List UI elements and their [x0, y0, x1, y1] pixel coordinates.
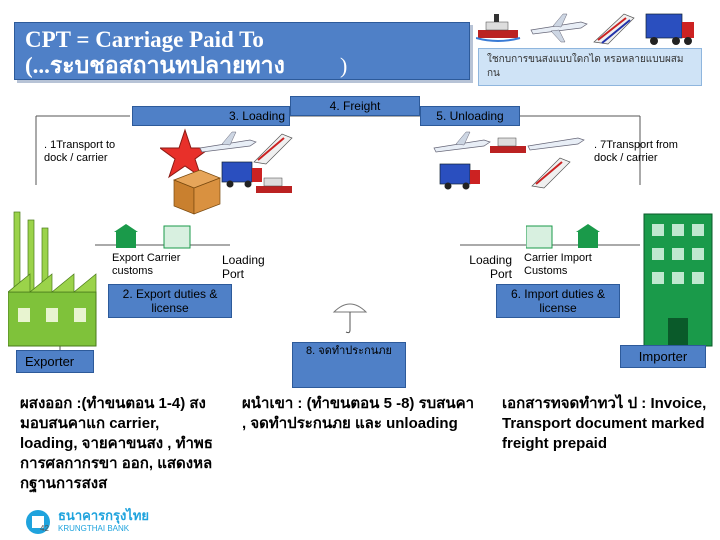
importer-label: Importer [620, 345, 706, 368]
step-8-label: 8. จดทำประกนภย [292, 342, 406, 388]
export-transport-cluster [158, 128, 300, 223]
customs-building-icon [525, 222, 616, 257]
loading-port-left-label: Loading Port [222, 253, 265, 281]
airplane-icon [527, 137, 585, 151]
import-customs-label: Carrier Import Customs [524, 252, 592, 277]
airplane-icon [433, 131, 491, 153]
step-4-label: 4. Freight [290, 96, 420, 116]
ship-icon [256, 177, 292, 193]
star-icon [158, 128, 212, 179]
title-close-paren: ) [340, 53, 348, 78]
export-customs-label: Export Carrier customs [112, 252, 181, 277]
train-icon [531, 157, 571, 189]
title-box: CPT = Carriage Paid To (...ระบชอสถานทปลา… [14, 22, 470, 80]
transport-caption: ใชกบการขนสงแบบใดกได หรอหลายแบบผสมกน [478, 48, 702, 86]
ship-icon [475, 14, 521, 42]
bank-logo: ธนาคารกรุงไทย KRUNGTHAI BANK [24, 508, 149, 536]
page-number: 42 [40, 524, 49, 533]
customs-building-icon [112, 222, 202, 257]
documents-note: เอกสารทจดทำทวไ ป : Invoice, Transport do… [502, 395, 707, 452]
step-2-label: 2. Export duties & license [108, 284, 232, 318]
step-7-label: . 7Transport from dock / carrier [594, 139, 678, 164]
airplane-icon [530, 13, 588, 43]
step-6-label: 6. Import duties & license [496, 284, 620, 318]
truck-icon [221, 161, 262, 188]
bank-logo-icon [26, 510, 50, 534]
airplane-icon [199, 131, 257, 153]
transport-icons-top [475, 8, 706, 53]
title-line-2: (...ระบชอสถานทปลายทาง [25, 53, 285, 78]
importer-note: ผนำเขา : (ทำขนตอน 5 -8) รบสนคา , จดทำประ… [242, 395, 475, 432]
step-1-label: . 1Transport to dock / carrier [44, 139, 116, 164]
bank-name-en: KRUNGTHAI BANK [58, 524, 130, 533]
truck-icon [645, 13, 694, 45]
train-icon [593, 13, 635, 45]
building-icon [640, 208, 716, 353]
truck-icon [439, 163, 480, 190]
train-icon [253, 133, 293, 165]
step-5-label: 5. Unloading [420, 106, 520, 126]
step-3-label: 3. Loading [132, 106, 290, 126]
ship-icon [490, 137, 526, 153]
cargo-box-icon [173, 169, 221, 215]
bank-name-th: ธนาคารกรุงไทย [58, 508, 150, 523]
exporter-label: Exporter [16, 350, 94, 373]
import-transport-cluster [430, 128, 590, 203]
loading-port-right-label: Loading Port [469, 253, 512, 281]
factory-icon [7, 208, 98, 353]
umbrella-icon [332, 296, 368, 341]
exporter-note: ผสงออก :(ทำขนตอน 1-4) สงมอบสนคาแก carrie… [20, 395, 213, 492]
title-line-1: CPT = Carriage Paid To [25, 27, 264, 52]
